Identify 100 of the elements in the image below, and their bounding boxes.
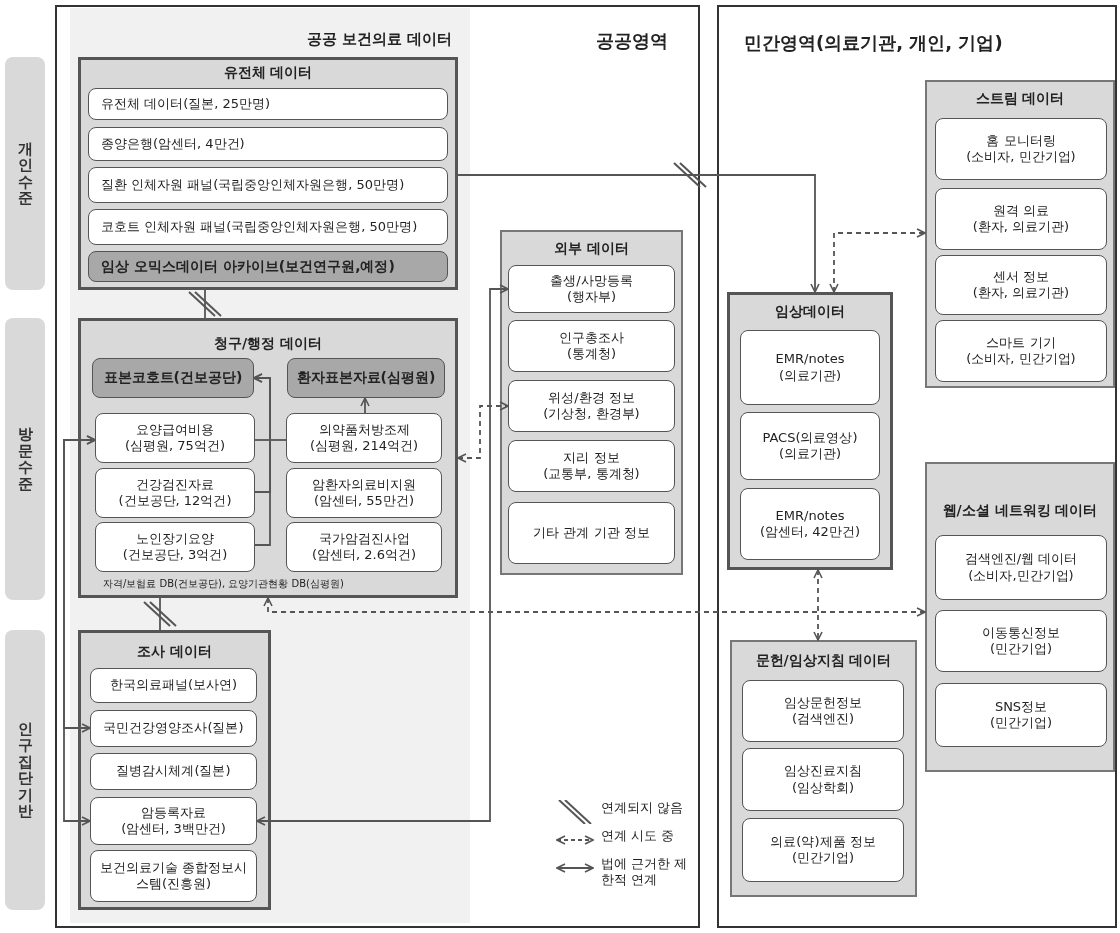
data-box: [508, 502, 675, 564]
box-label: 환자표본자료(심평원): [296, 369, 436, 387]
box-label: 유전체 데이터(질본, 25만명): [101, 95, 271, 113]
group-panel: [78, 318, 458, 598]
legend-label: 법에 근거한 제한적 연계: [601, 856, 689, 888]
data-box: [90, 668, 257, 703]
region-panel: [717, 5, 1117, 928]
arrow: [457, 174, 820, 293]
data-box: [508, 380, 675, 432]
group-panel: [925, 80, 1115, 388]
box-label: 의료(약)제품 정보: [770, 833, 876, 850]
data-box: [742, 818, 904, 882]
box-label: (건보공단, 12억건): [118, 493, 232, 510]
data-box: [935, 255, 1107, 315]
connector-line: [204, 289, 206, 319]
box-label: 질병감시체계(질본): [116, 763, 231, 780]
data-box: [88, 251, 448, 282]
box-label: (건보공단, 3억건): [122, 547, 228, 564]
data-box: [90, 710, 257, 747]
level-label: 개인수준: [17, 140, 33, 207]
data-box: [95, 413, 255, 463]
box-label: 요양급여비용: [136, 421, 214, 438]
level-label: 인구집단기반: [17, 720, 33, 820]
box-label: 원격 의료: [992, 202, 1050, 219]
group-panel: [500, 230, 683, 575]
box-label: 임상문헌정보: [784, 694, 862, 711]
arrow: [360, 397, 370, 414]
panel-title: 조사 데이터: [136, 643, 213, 661]
box-label: (행자부): [566, 289, 617, 306]
box-label: 기타 관계 기관 정보: [533, 524, 650, 542]
data-box: [95, 522, 255, 572]
data-box: [286, 468, 442, 518]
box-label: 임상 오믹스데이터 아카이브(보건연구원,예정): [101, 257, 395, 276]
data-box: [286, 413, 442, 463]
box-label: 종양은행(암센터, 4만건): [101, 135, 245, 153]
box-label: (심평원, 214억건): [309, 438, 419, 455]
data-box: [935, 188, 1107, 250]
panel-title: 유전체 데이터: [222, 64, 314, 82]
group-panel: [925, 462, 1115, 772]
box-label: 이동통신정보: [982, 624, 1060, 641]
data-box: [935, 320, 1107, 382]
data-box: [287, 358, 445, 398]
panel-title: 문헌/임상지침 데이터: [754, 652, 893, 670]
box-label: 위성/환경 정보: [548, 389, 635, 406]
box-label: (의료기관): [778, 367, 842, 384]
box-label: 질환 인체자원 패널(국립중앙인체자원은행, 50만명): [101, 176, 405, 194]
panel-title: 웹/소셜 네트워킹 데이터: [941, 502, 1099, 520]
panel-title: 공공 보건의료 데이터: [306, 30, 452, 49]
data-box: [935, 610, 1107, 672]
data-box: [88, 127, 448, 161]
data-box: [90, 753, 257, 790]
box-label: (환자, 의료기관): [972, 285, 1070, 302]
group-panel: [78, 630, 271, 910]
box-label: 의약품처방조제: [318, 421, 410, 438]
box-label: (소비자,민간기업): [968, 567, 1074, 584]
region-title: 민간영역(의료기관, 개인, 기업): [744, 31, 1003, 55]
data-box: [88, 167, 448, 203]
data-box: [740, 330, 880, 405]
data-box: [742, 680, 904, 742]
legend-label: 연계 시도 중: [601, 828, 676, 844]
group-panel: [730, 640, 917, 897]
box-label: (민간기업): [989, 641, 1053, 658]
panel-title: 스트림 데이터: [974, 90, 1066, 108]
data-box: [740, 488, 880, 560]
data-box: [508, 320, 675, 372]
data-box: [935, 683, 1107, 747]
data-box: [740, 412, 880, 480]
data-box: [88, 88, 448, 120]
data-box: [286, 522, 442, 572]
data-box: [90, 797, 257, 845]
box-label: 홈 모니터링: [986, 132, 1056, 149]
dashed-arrow: [813, 569, 823, 641]
connector-line: [159, 597, 161, 631]
box-label: 보건의료기술 종합정보시스템(진흥원): [98, 859, 249, 893]
box-label: (심평원, 75억건): [125, 438, 225, 455]
dashed-arrow: [457, 401, 509, 463]
data-box: [92, 358, 254, 398]
box-label: (교통부, 통계청): [543, 466, 640, 483]
box-label: 암환자의료비지원: [312, 476, 416, 493]
box-label: (환자, 의료기관): [972, 219, 1070, 236]
box-label: (기상청, 환경부): [543, 406, 640, 423]
panel-title: 외부 데이터: [553, 240, 630, 258]
box-label: 코호트 인체자원 패널(국립중앙인체자원은행, 50만명): [101, 218, 418, 236]
legend-label: 연계되지 않음: [601, 800, 685, 816]
data-box: [508, 265, 675, 313]
box-label: (민간기업): [791, 850, 855, 867]
data-box: [935, 118, 1107, 180]
data-box: [935, 535, 1107, 600]
box-label: 노인장기요양: [136, 530, 214, 547]
box-label: (민간기업): [989, 715, 1053, 732]
connector-line: [254, 439, 287, 441]
data-box: [508, 440, 675, 492]
level-label: 방문수준: [17, 426, 33, 492]
arrow: [63, 435, 96, 826]
box-label: (암센터, 42만건): [760, 524, 860, 541]
box-label: 건강검진자료: [136, 476, 214, 493]
dashed-arrow: [829, 228, 926, 293]
data-box: [95, 468, 255, 518]
box-label: 암등록자료: [141, 804, 206, 821]
box-label: (통계청): [566, 346, 617, 363]
